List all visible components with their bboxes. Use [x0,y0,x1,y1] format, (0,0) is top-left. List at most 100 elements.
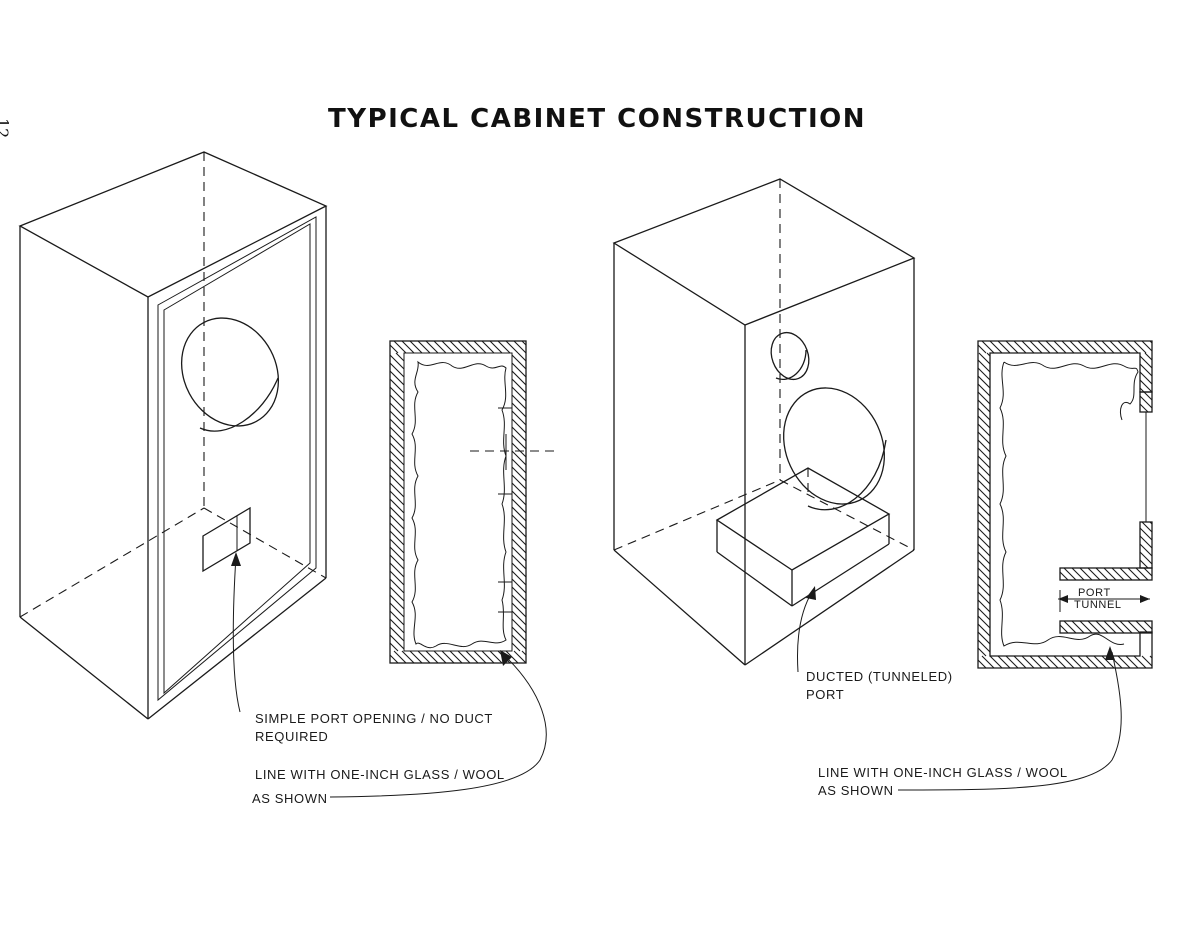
wall-hatch-mark [977,615,991,629]
left-lining-label-line2: AS SHOWN [252,791,328,806]
wall-hatch-mark [1077,655,1091,669]
wall-hatch-mark [1139,543,1153,557]
wall-hatch-mark [1085,655,1099,669]
wall-hatch-mark [977,639,991,653]
wall-hatch-mark [511,386,527,402]
wall-hatch-mark [977,423,991,437]
wall-hatch-mark [511,522,527,538]
wall-hatch-mark [977,503,991,517]
wall-hatch-mark [977,607,991,621]
wall-hatch-mark [977,583,991,597]
wall-hatch-mark [511,538,527,554]
wall-hatch-mark [513,650,527,664]
wall-hatch-mark [1093,655,1107,669]
wall-hatch-mark [1063,567,1077,581]
left-cabinet-isometric [18,151,328,720]
wall-hatch-mark [389,546,405,562]
wall-hatch-mark [389,442,405,458]
wall-hatch-mark [1127,620,1141,634]
wall-hatch-mark [1139,559,1149,569]
wall-hatch-mark [481,650,495,664]
wall-hatch-mark [1117,655,1131,669]
wall-hatch-mark [511,418,527,434]
wall-hatch-mark [511,490,527,506]
wall-hatch-mark [1053,340,1067,354]
wall-hatch-mark [511,442,527,458]
wall-hatch-mark [977,519,991,533]
wall-hatch-mark [511,578,527,594]
wall-hatch-mark [1139,551,1153,565]
wall-hatch-mark [977,527,991,541]
wall-hatch-mark [489,650,503,664]
ducted-port-label: DUCTED (TUNNELED) [806,669,953,684]
wall-hatch-mark [389,530,405,546]
right-lining-label-line2: AS SHOWN [818,783,894,798]
wall-hatch-mark [977,511,991,525]
left-cross-section [329,340,556,798]
wall-hatch-mark [1005,655,1019,669]
wall-hatch-mark [977,567,991,581]
wall-hatch-mark [1127,567,1141,581]
wall-hatch-mark [511,450,527,466]
wall-hatch-mark [977,463,991,477]
wall-hatch-mark [977,591,991,605]
wall-hatch-mark [1069,655,1083,669]
wall-hatch-mark [465,340,479,354]
wall-hatch-mark [389,418,405,434]
wall-hatch-mark [1069,340,1083,354]
wall-hatch-mark [393,650,407,664]
wall-hatch-mark [389,362,405,378]
wall-hatch-mark [1149,521,1153,525]
wall-hatch-mark [389,490,405,506]
wall-hatch-mark [489,340,503,354]
wall-hatch-mark [977,431,991,445]
wall-hatch-mark [977,599,991,613]
port-tunnel-label: PORT [1078,587,1111,599]
wall-hatch-mark [977,543,991,557]
wall-hatch-mark [1079,620,1093,634]
wall-hatch-mark [1085,340,1099,354]
wall-hatch-mark [1139,387,1153,401]
wall-hatch-mark [1093,340,1107,354]
wall-hatch-mark [457,650,471,664]
wall-hatch-mark [497,340,511,354]
wall-hatch-mark [389,554,405,570]
wall-hatch-mark [977,647,987,657]
wall-hatch-mark [1125,655,1139,669]
wall-hatch-mark [977,455,991,469]
simple-port-label-line2: REQUIRED [255,729,329,744]
page-title: TYPICAL CABINET CONSTRUCTION [328,104,867,134]
wall-hatch-mark [981,340,995,354]
wall-hatch-mark [511,394,527,410]
wall-hatch-mark [389,434,405,450]
wall-hatch-mark [1095,567,1109,581]
wall-hatch-mark [977,399,991,413]
wall-hatch-mark [1141,340,1153,352]
wall-hatch-mark [1005,340,1019,354]
wall-hatch-mark [389,378,405,394]
wall-hatch-mark [473,340,487,354]
wall-hatch-mark [511,378,527,394]
wall-hatch-mark [513,340,527,354]
wall-hatch-mark [511,466,527,482]
wall-hatch-mark [511,634,527,650]
wall-hatch-mark [389,586,405,602]
wall-hatch-mark [1053,655,1067,669]
wall-hatch-mark [1143,567,1153,577]
wall-hatch-mark [977,535,991,549]
wall-hatch-mark [986,352,991,357]
wall-hatch-mark [1149,655,1153,659]
wall-hatch-mark [433,340,447,354]
wall-hatch-mark [389,514,405,530]
wall-hatch-mark [511,362,527,378]
wall-hatch-mark [389,578,405,594]
wall-hatch-mark [1077,340,1091,354]
wall-hatch-mark [511,530,527,546]
wall-hatch-mark [511,426,527,442]
wall-hatch-mark [511,610,527,626]
wall-hatch-mark [1135,567,1149,581]
wall-hatch-mark [389,450,405,466]
wall-hatch-mark [389,482,405,498]
wall-hatch-mark [977,559,991,573]
